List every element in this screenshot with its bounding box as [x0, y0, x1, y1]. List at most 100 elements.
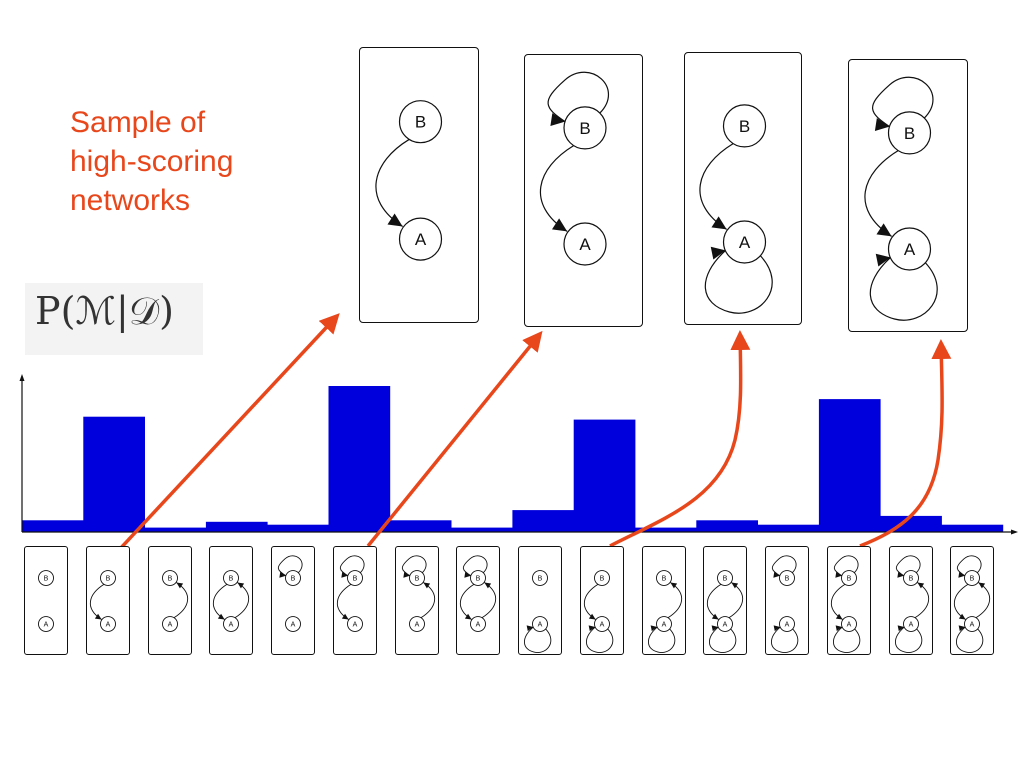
- x-axis-arrowhead: [1011, 529, 1018, 535]
- edge-b-to-a: [460, 584, 475, 620]
- self-loop-b: [339, 555, 365, 577]
- node-b-label: B: [167, 576, 172, 583]
- edge-a-to-b: [420, 582, 435, 619]
- node-b-label: B: [105, 576, 110, 583]
- bar-13: [757, 524, 820, 532]
- bar-11: [635, 527, 697, 532]
- node-a-label: A: [908, 622, 913, 629]
- node-b-circle: [223, 570, 240, 586]
- self-loop-a-arrowhead: [875, 253, 891, 267]
- edge-b-to-a: [954, 584, 969, 620]
- edge-b-to-a-arrowhead: [876, 223, 892, 237]
- network-thumbnail-graph: BA: [89, 570, 116, 632]
- edge-a-to-b: [729, 582, 744, 619]
- edge-b-to-a-arrowhead: [959, 613, 966, 620]
- node-b-label: B: [908, 576, 913, 583]
- bar-7: [389, 520, 452, 532]
- node-a-circle: [887, 227, 932, 271]
- bar-12: [696, 520, 758, 532]
- edge-b-to-a-arrowhead: [588, 613, 596, 620]
- node-b-label: B: [739, 117, 750, 136]
- self-loop-b: [771, 555, 797, 577]
- node-a-circle: [532, 616, 548, 632]
- self-loop-b: [957, 555, 982, 577]
- network-thumbnail-graph: BA: [583, 570, 613, 653]
- posterior-formula: P(ℳ|𝒟): [35, 289, 174, 333]
- caption-line-2: high-scoring: [70, 145, 234, 178]
- node-a-label: A: [229, 622, 234, 629]
- self-loop-a: [869, 256, 938, 321]
- edge-b-to-a-arrowhead: [341, 613, 349, 620]
- bar-2: [83, 416, 145, 532]
- bar-16: [941, 524, 1004, 532]
- node-b-circle: [285, 570, 301, 586]
- self-loop-b: [547, 71, 609, 123]
- node-b-circle: [470, 570, 487, 586]
- self-loop-b-arrowhead: [402, 571, 410, 578]
- network-thumbnail-graph: BA: [277, 555, 303, 632]
- node-a-label: A: [970, 622, 975, 629]
- edge-b-to-a-arrowhead: [712, 613, 719, 620]
- self-loop-a-arrowhead: [773, 625, 781, 632]
- self-loop-b: [895, 555, 921, 577]
- node-b-label: B: [723, 576, 728, 583]
- self-loop-a: [647, 626, 675, 653]
- node-b-label: B: [579, 119, 590, 138]
- node-a-label: A: [415, 230, 427, 249]
- posterior-formula-box: P(ℳ|𝒟): [25, 283, 203, 355]
- edge-b-to-a-arrowhead: [94, 613, 102, 620]
- caption: Sample of high-scoring networks: [70, 103, 310, 220]
- network-thumbnail-graph: BA: [707, 570, 744, 653]
- bar-15: [880, 515, 942, 532]
- node-b-circle: [563, 106, 607, 150]
- edge-a-to-b-arrowhead: [978, 582, 986, 589]
- self-loop-a-arrowhead: [835, 625, 843, 632]
- self-loop-a: [894, 626, 922, 653]
- node-a-label: A: [167, 622, 172, 629]
- edge-b-to-a: [375, 139, 410, 228]
- node-b-circle: [99, 570, 116, 586]
- highlight-arrow-2: [366, 330, 543, 548]
- highlight-arrow-4: [859, 339, 952, 548]
- self-loop-a-arrowhead: [958, 625, 966, 632]
- self-loop-b-arrowhead: [279, 571, 286, 578]
- edge-a-to-b-arrowhead: [669, 582, 677, 589]
- chart-axes: [19, 374, 1018, 535]
- self-loop-a-arrowhead: [897, 625, 904, 632]
- node-b-label: B: [352, 576, 357, 583]
- y-axis-arrowhead: [19, 374, 25, 381]
- network-thumbnail-graph: BA: [647, 570, 682, 653]
- bar-8: [451, 527, 513, 532]
- node-a-circle: [563, 222, 607, 266]
- self-loop-a: [771, 626, 799, 653]
- bar-3: [144, 527, 207, 532]
- self-loop-b: [401, 555, 427, 577]
- node-b-label: B: [599, 576, 604, 583]
- node-a-circle: [593, 616, 610, 632]
- node-b-circle: [722, 104, 767, 148]
- node-a-circle: [285, 616, 301, 632]
- node-a-circle: [99, 616, 116, 632]
- highlight-arrow-3: [609, 330, 751, 548]
- node-a-circle: [161, 616, 178, 632]
- node-a-label: A: [723, 622, 728, 629]
- self-loop-b-arrowhead: [958, 571, 966, 578]
- self-loop-a: [832, 626, 860, 653]
- node-a-circle: [470, 616, 487, 632]
- network-thumbnail-graph: BA: [460, 555, 497, 632]
- node-b-circle: [779, 570, 795, 586]
- edge-a-to-b-arrowhead: [237, 582, 245, 589]
- self-loop-a: [956, 626, 984, 653]
- node-b-circle: [38, 570, 54, 586]
